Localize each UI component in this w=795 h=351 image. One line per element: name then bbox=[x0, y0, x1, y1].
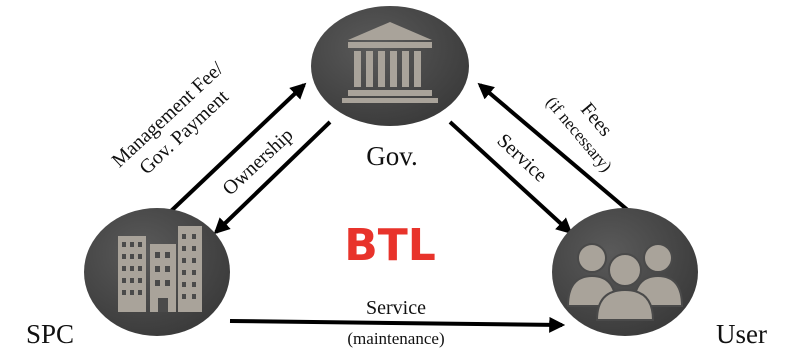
arrow-user-to-gov bbox=[477, 82, 632, 214]
arrow-spc-to-user bbox=[229, 316, 566, 333]
edge-label-service-spc-user: Service bbox=[366, 297, 426, 319]
arrow-gov-to-spc bbox=[213, 120, 332, 235]
user-node bbox=[552, 208, 698, 336]
user-label: User bbox=[716, 319, 767, 349]
spc-node bbox=[84, 208, 230, 336]
diagram-title: BTL bbox=[344, 220, 436, 271]
arrow-spc-to-gov bbox=[168, 82, 307, 214]
gov-node bbox=[311, 6, 469, 126]
spc-label: SPC bbox=[26, 319, 74, 349]
user-group-icon bbox=[566, 243, 684, 321]
edge-label-maintenance: (maintenance) bbox=[347, 329, 444, 348]
office-buildings-icon bbox=[118, 226, 202, 312]
gov-label: Gov. bbox=[366, 141, 418, 171]
government-building-icon bbox=[342, 22, 438, 103]
arrow-gov-to-user bbox=[448, 120, 573, 235]
